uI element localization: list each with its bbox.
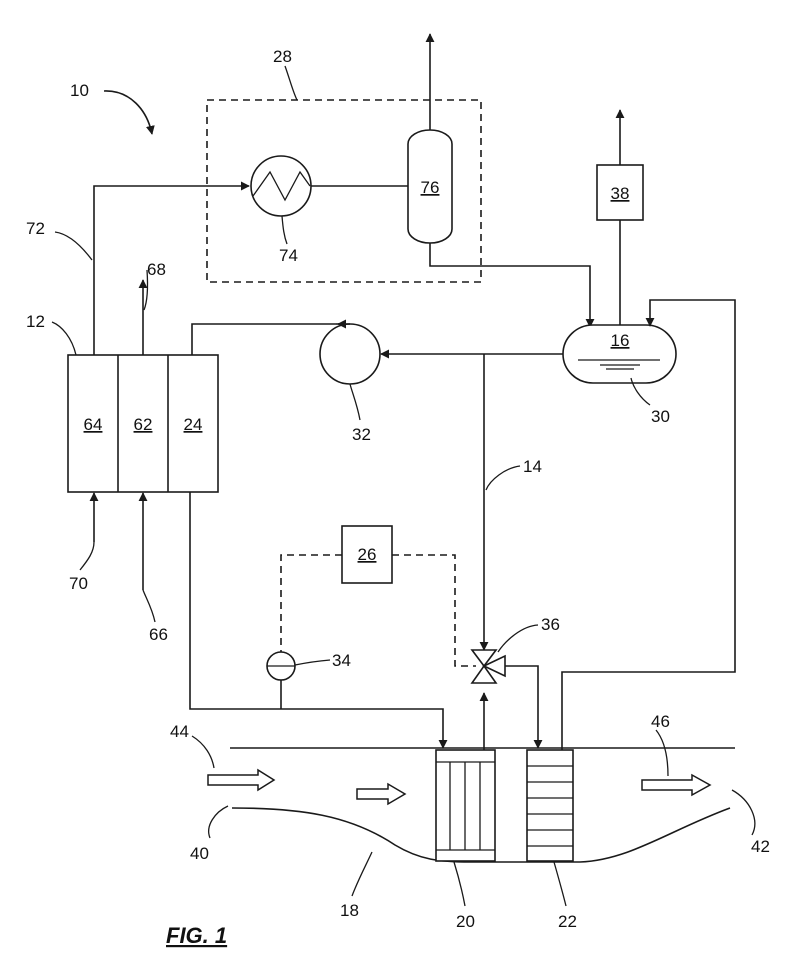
tank-16-label: 16 <box>611 331 630 350</box>
leader-72 <box>55 232 92 260</box>
vessel-76: 76 <box>408 130 452 243</box>
leader-12 <box>52 322 76 355</box>
airflow-arrow-44 <box>208 770 274 790</box>
leader-20 <box>454 862 465 906</box>
ref-10: 10 <box>70 81 89 100</box>
leader-32 <box>350 384 360 420</box>
figure-caption: FIG. 1 <box>166 923 227 948</box>
ref-28: 28 <box>273 47 292 66</box>
ref-36: 36 <box>541 615 560 634</box>
fuel-cell-stack-12: 64 62 24 <box>68 355 218 492</box>
ref-72: 72 <box>26 219 45 238</box>
leader-34 <box>295 660 330 665</box>
ref-14: 14 <box>523 457 542 476</box>
leader-36 <box>498 625 538 652</box>
leader-66 <box>143 590 155 622</box>
leader-28 <box>285 66 297 100</box>
pipe-vessel-to-tank <box>430 243 590 327</box>
leader-42 <box>732 790 755 835</box>
ref-44: 44 <box>170 722 189 741</box>
pump-32 <box>320 324 380 384</box>
leader-70 <box>80 542 94 570</box>
ref-32: 32 <box>352 425 371 444</box>
controller-26: 26 <box>342 526 392 583</box>
pipe-pump-to-cell-2 <box>192 324 336 355</box>
leader-18 <box>352 852 372 896</box>
leader-14 <box>486 466 520 490</box>
cell-62-label: 62 <box>134 415 153 434</box>
ref-20: 20 <box>456 912 475 931</box>
ref-34: 34 <box>332 651 351 670</box>
box-38-label: 38 <box>611 184 630 203</box>
radiator-20 <box>436 750 495 861</box>
sensor-34 <box>267 652 295 680</box>
pipe-valve-to-radiator-22 <box>505 666 538 748</box>
radiator-22 <box>527 750 573 861</box>
airflow-arrow-middle <box>357 784 405 804</box>
ref-42: 42 <box>751 837 770 856</box>
ref-66: 66 <box>149 625 168 644</box>
leader-74 <box>282 216 287 244</box>
controller-26-label: 26 <box>358 545 377 564</box>
box-38: 38 <box>597 165 643 220</box>
ref-30: 30 <box>651 407 670 426</box>
pipe-72-to-exchanger <box>94 186 249 355</box>
ref-70: 70 <box>69 574 88 593</box>
leader-40 <box>209 806 228 838</box>
ref-12: 12 <box>26 312 45 331</box>
leader-22 <box>554 862 566 906</box>
ref-68: 68 <box>147 260 166 279</box>
ref-18: 18 <box>340 901 359 920</box>
leader-46 <box>656 730 668 776</box>
ref-22: 22 <box>558 912 577 931</box>
ref-74: 74 <box>279 246 298 265</box>
cell-24-label: 24 <box>184 415 203 434</box>
ref-46: 46 <box>651 712 670 731</box>
valve-36 <box>472 650 505 683</box>
control-line-to-valve <box>392 555 476 666</box>
leader-44 <box>192 736 214 768</box>
ref-40: 40 <box>190 844 209 863</box>
vessel-76-label: 76 <box>421 178 440 197</box>
control-line-to-sensor <box>281 555 342 653</box>
airflow-arrow-46 <box>642 775 710 795</box>
pipe-cell-to-radiator-20 <box>190 492 443 748</box>
tank-16: 16 <box>563 325 676 383</box>
cell-64-label: 64 <box>84 415 103 434</box>
heat-exchanger-74 <box>251 156 311 216</box>
leader-10 <box>104 91 152 134</box>
